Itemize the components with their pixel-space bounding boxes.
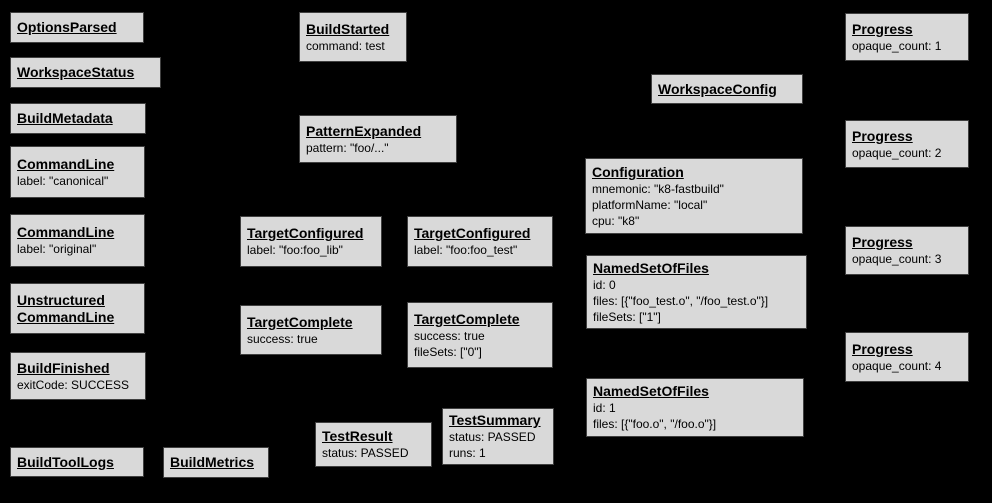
node-named-set-of-files-1: NamedSetOfFiles id: 1 files: [{"foo.o", … <box>586 378 804 437</box>
node-unstructured-command-line: Unstructured CommandLine <box>10 283 145 334</box>
node-title: Progress <box>852 340 913 357</box>
node-field: label: "foo:foo_lib" <box>247 243 343 257</box>
node-field: status: PASSED <box>449 430 536 444</box>
node-title: TargetComplete <box>247 313 353 330</box>
node-field: opaque_count: 4 <box>852 358 942 373</box>
node-progress-2: Progress opaque_count: 2 <box>845 120 969 168</box>
node-title: PatternExpanded <box>306 122 422 139</box>
node-progress-3: Progress opaque_count: 3 <box>845 226 969 275</box>
node-title: CommandLine <box>17 155 115 172</box>
node-build-metadata: BuildMetadata <box>10 103 146 134</box>
node-field: success: true <box>414 328 485 343</box>
node-field: fileSets: ["0"] <box>414 344 482 359</box>
node-title: TestResult <box>322 428 393 444</box>
node-command-line-original: CommandLine label: "original" <box>10 214 145 267</box>
node-title: TargetComplete <box>414 310 520 327</box>
node-target-configured-foo-lib: TargetConfigured label: "foo:foo_lib" <box>240 216 382 267</box>
node-field: opaque_count: 3 <box>852 252 942 266</box>
node-test-summary: TestSummary status: PASSED runs: 1 <box>442 408 554 465</box>
node-title: TargetConfigured <box>414 225 531 241</box>
node-target-configured-foo-test: TargetConfigured label: "foo:foo_test" <box>407 216 553 267</box>
node-title: BuildMetrics <box>170 454 255 470</box>
node-progress-1: Progress opaque_count: 1 <box>845 13 969 61</box>
node-field: runs: 1 <box>449 446 486 460</box>
node-field: label: "original" <box>17 242 97 256</box>
node-title: Progress <box>852 127 913 144</box>
node-named-set-of-files-0: NamedSetOfFiles id: 0 files: [{"foo_test… <box>586 255 807 329</box>
node-title: TestSummary <box>449 412 541 428</box>
node-title: BuildFinished <box>17 359 110 376</box>
node-field: command: test <box>306 38 385 53</box>
node-build-started: BuildStarted command: test <box>299 12 407 62</box>
node-field: success: true <box>247 331 318 346</box>
node-title: Unstructured CommandLine <box>17 291 115 325</box>
node-build-tool-logs: BuildToolLogs <box>10 447 144 477</box>
node-title: BuildMetadata <box>17 110 113 126</box>
node-build-metrics: BuildMetrics <box>163 447 269 478</box>
node-field: platformName: "local" <box>592 197 708 212</box>
node-test-result: TestResult status: PASSED <box>315 422 432 467</box>
node-title: Configuration <box>592 163 684 180</box>
node-title: BuildToolLogs <box>17 453 114 470</box>
node-title: WorkspaceStatus <box>17 64 135 80</box>
node-command-line-canonical: CommandLine label: "canonical" <box>10 146 145 198</box>
node-title: TargetConfigured <box>247 225 364 241</box>
node-progress-4: Progress opaque_count: 4 <box>845 332 969 382</box>
node-field: mnemonic: "k8-fastbuild" <box>592 181 724 196</box>
node-target-complete-foo-lib: TargetComplete success: true <box>240 305 382 355</box>
node-title: Progress <box>852 20 913 37</box>
node-field: cpu: "k8" <box>592 213 640 228</box>
node-title: WorkspaceConfig <box>658 80 777 97</box>
node-field: opaque_count: 1 <box>852 38 942 53</box>
node-target-complete-foo-test: TargetComplete success: true fileSets: [… <box>407 302 553 368</box>
node-pattern-expanded: PatternExpanded pattern: "foo/..." <box>299 115 457 163</box>
node-field: label: "canonical" <box>17 173 109 188</box>
node-field: label: "foo:foo_test" <box>414 243 518 257</box>
node-configuration: Configuration mnemonic: "k8-fastbuild" p… <box>585 158 803 234</box>
node-title: OptionsParsed <box>17 19 117 35</box>
node-field: fileSets: ["1"] <box>593 309 661 324</box>
node-field: opaque_count: 2 <box>852 145 942 160</box>
node-field: id: 1 <box>593 401 616 415</box>
node-title: CommandLine <box>17 224 115 240</box>
node-field: files: [{"foo_test.o", "/foo_test.o"}] <box>593 293 769 308</box>
node-field: pattern: "foo/..." <box>306 140 389 155</box>
node-title: NamedSetOfFiles <box>593 259 709 276</box>
node-options-parsed: OptionsParsed <box>10 12 144 43</box>
node-title: NamedSetOfFiles <box>593 383 709 399</box>
node-field: status: PASSED <box>322 446 409 460</box>
node-field: id: 0 <box>593 277 616 292</box>
node-field: exitCode: SUCCESS <box>17 377 130 392</box>
node-build-finished: BuildFinished exitCode: SUCCESS <box>10 352 146 400</box>
node-title: BuildStarted <box>306 20 390 37</box>
node-title: Progress <box>852 234 913 250</box>
node-workspace-config: WorkspaceConfig <box>651 74 803 104</box>
node-workspace-status: WorkspaceStatus <box>10 57 161 88</box>
node-field: files: [{"foo.o", "/foo.o"}] <box>593 417 717 431</box>
